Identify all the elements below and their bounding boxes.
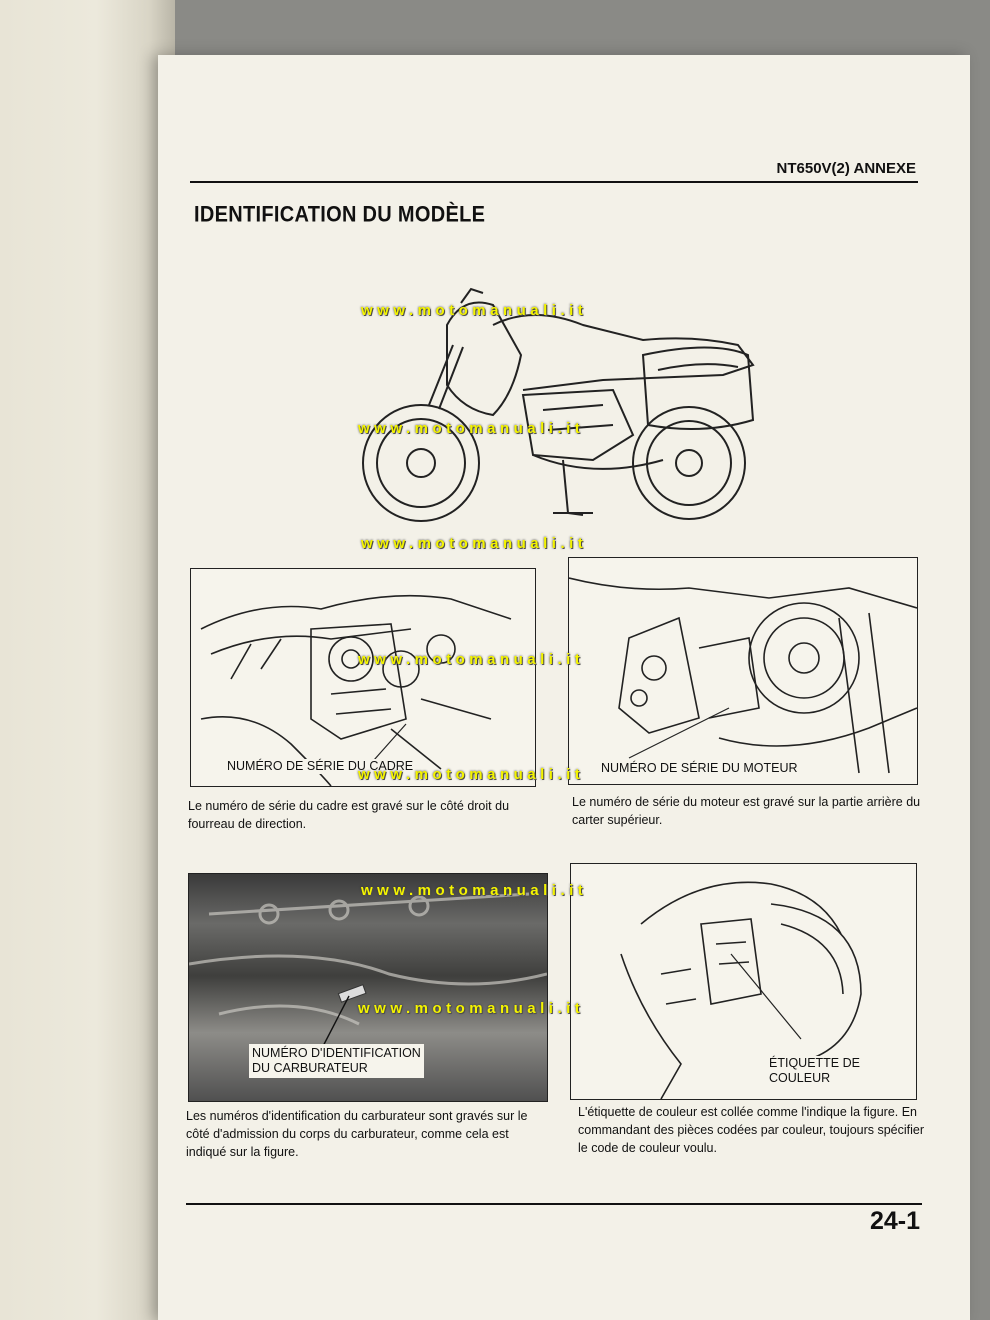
header-rule bbox=[190, 181, 918, 183]
carb-id-figure: NUMÉRO D'IDENTIFICATION DU CARBURATEUR bbox=[188, 873, 548, 1102]
frame-serial-caption: Le numéro de série du cadre est gravé su… bbox=[188, 799, 510, 831]
page-title: IDENTIFICATION DU MODÈLE bbox=[194, 203, 486, 228]
engine-serial-label: NUMÉRO DE SÉRIE DU MOTEUR bbox=[599, 761, 800, 776]
section-header: NT650V(2) ANNEXE bbox=[776, 160, 916, 177]
engine-serial-caption: Le numéro de série du moteur est gravé s… bbox=[572, 795, 921, 827]
carb-id-caption: Les numéros d'identification du carburat… bbox=[186, 1109, 528, 1159]
left-page bbox=[0, 0, 175, 1320]
watermark-1: www.motomanuali.it bbox=[361, 302, 588, 319]
engine-case-illustration bbox=[569, 577, 917, 774]
motorcycle-illustration bbox=[362, 287, 755, 522]
manual-page: NT650V(2) ANNEXE IDENTIFICATION DU MODÈL… bbox=[158, 55, 970, 1320]
left-page-bleed-through bbox=[41, 102, 160, 119]
color-label-label: ÉTIQUETTE DE COULEUR bbox=[767, 1056, 916, 1086]
frame-serial-figure: NUMÉRO DE SÉRIE DU CADRE bbox=[190, 568, 536, 787]
carb-id-label-line1: NUMÉRO D'IDENTIFICATION bbox=[252, 1046, 421, 1060]
carburetor-photo bbox=[189, 892, 547, 1055]
watermark-4: www.motomanuali.it bbox=[358, 651, 585, 668]
watermark-6: www.motomanuali.it bbox=[361, 882, 588, 899]
color-label-caption: L'étiquette de couleur est collée comme … bbox=[578, 1105, 925, 1155]
carb-id-label-line2: DU CARBURATEUR bbox=[252, 1061, 368, 1075]
footer-rule bbox=[186, 1203, 922, 1205]
page-number: 24-1 bbox=[869, 1207, 920, 1235]
carb-id-label: NUMÉRO D'IDENTIFICATION DU CARBURATEUR bbox=[249, 1044, 424, 1078]
watermark-5: www.motomanuali.it bbox=[358, 766, 585, 783]
seat-area-illustration bbox=[620, 881, 862, 1099]
frame-serial-label: NUMÉRO DE SÉRIE DU CADRE bbox=[225, 759, 416, 774]
watermark-2: www.motomanuali.it bbox=[358, 420, 585, 437]
steering-head-illustration bbox=[200, 594, 512, 786]
engine-serial-figure: NUMÉRO DE SÉRIE DU MOTEUR bbox=[568, 557, 918, 785]
color-label-figure: ÉTIQUETTE DE COULEUR bbox=[570, 863, 917, 1100]
watermark-3: www.motomanuali.it bbox=[361, 535, 588, 552]
watermark-7: www.motomanuali.it bbox=[358, 1000, 585, 1017]
